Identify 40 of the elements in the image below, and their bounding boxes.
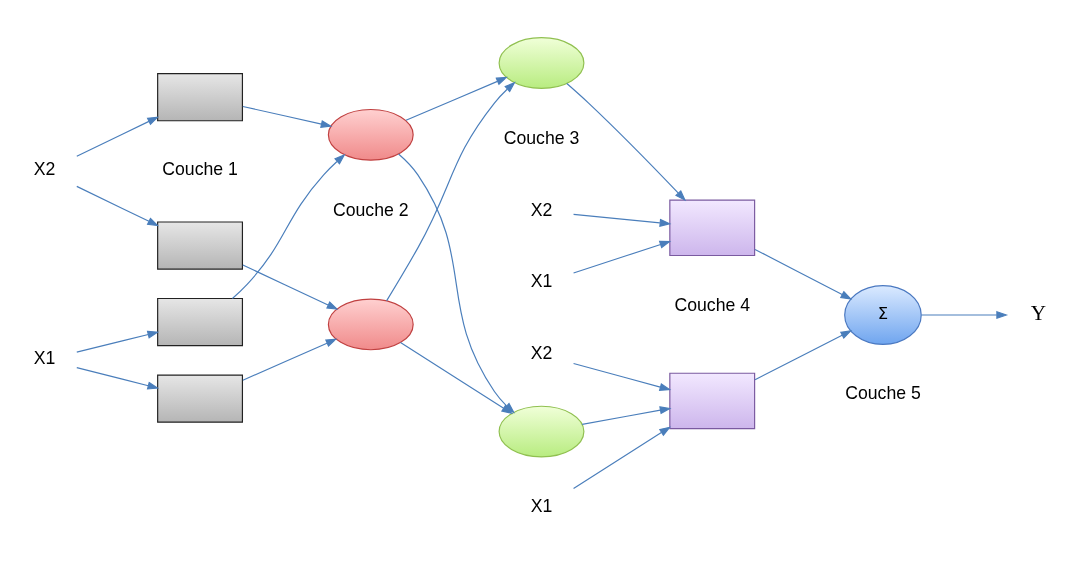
arrow <box>572 425 672 489</box>
arrow <box>242 338 338 381</box>
label: Couche 4 <box>674 294 751 315</box>
node-text: X1 <box>33 347 56 368</box>
arrow <box>405 76 508 121</box>
node-text: Y <box>1030 300 1047 325</box>
node-box <box>157 72 243 121</box>
node-text: X1 <box>530 495 553 516</box>
node-text: X2 <box>530 199 553 219</box>
arrow <box>566 82 687 201</box>
arrow <box>572 213 672 227</box>
label: Couche 1 <box>162 158 238 179</box>
label: Couche 5 <box>845 382 921 403</box>
node-ellipse <box>327 108 414 161</box>
arrow <box>242 105 333 128</box>
node-ellipse: Σ <box>844 284 922 345</box>
arrow <box>385 81 516 301</box>
arrow <box>242 263 339 310</box>
arrow <box>76 115 160 157</box>
label: Couche 3 <box>503 127 580 148</box>
node-box <box>669 199 756 256</box>
label: Couche 2 <box>332 199 409 219</box>
arrow <box>754 329 853 380</box>
arrow <box>76 185 160 226</box>
arrow <box>581 405 672 425</box>
arrow <box>572 240 672 274</box>
arrow <box>231 153 346 299</box>
arrow <box>572 362 672 391</box>
node-box <box>669 372 756 429</box>
arrow <box>76 330 160 353</box>
node-text: X1 <box>530 270 553 291</box>
node-text: X2 <box>530 342 553 363</box>
arrow <box>76 366 160 390</box>
arrow <box>754 248 853 300</box>
node-box <box>157 373 243 423</box>
node-ellipse <box>498 36 585 89</box>
arrow <box>921 310 1009 319</box>
node-text: X2 <box>33 158 56 179</box>
node-box <box>157 297 243 346</box>
node-box <box>157 220 243 270</box>
